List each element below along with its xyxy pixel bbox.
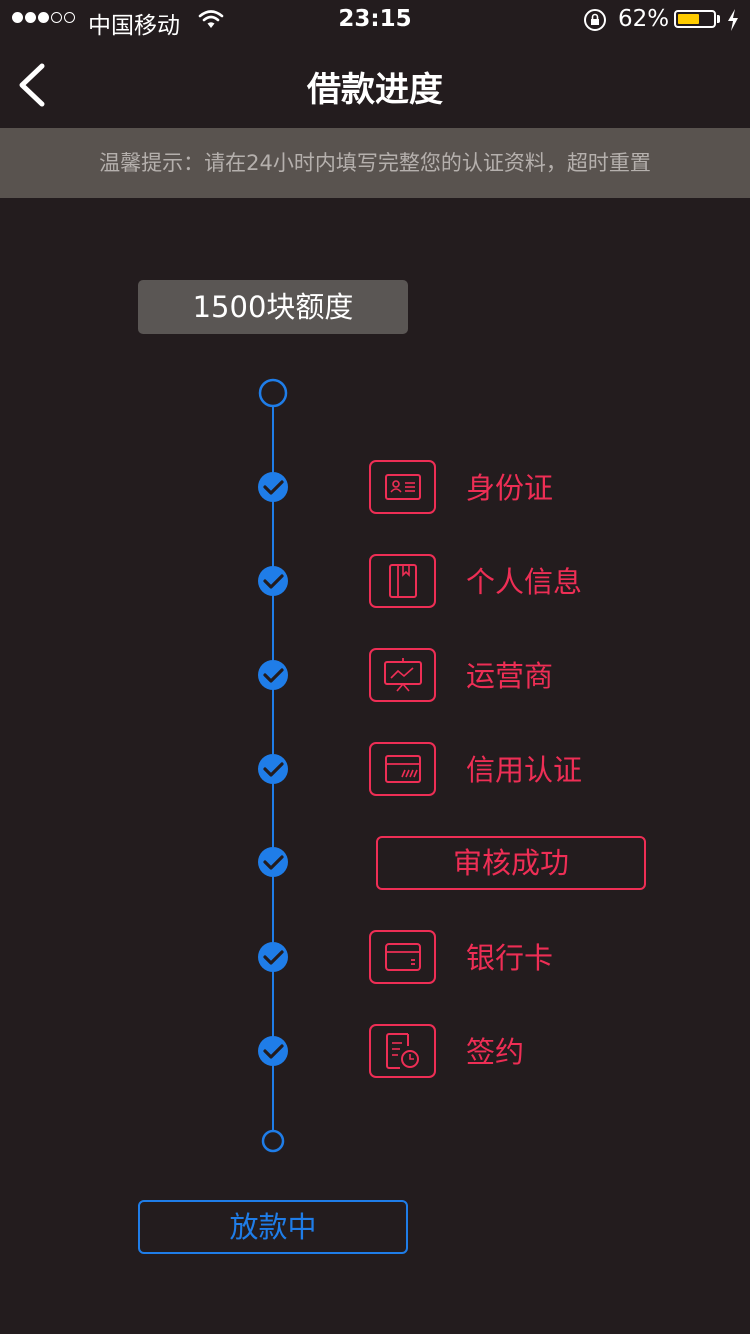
- timeline-end-node: [261, 1129, 285, 1153]
- back-button[interactable]: [14, 62, 54, 108]
- signal-strength-icon: [12, 12, 75, 23]
- presentation-icon: [369, 648, 436, 702]
- timeline-check-icon: [258, 942, 288, 972]
- step-label-contract: 签约: [466, 1035, 525, 1069]
- timeline-check-icon: [258, 472, 288, 502]
- orientation-lock-icon: [583, 8, 607, 38]
- id-card-icon: [369, 460, 436, 514]
- timeline-check-icon: [258, 566, 288, 596]
- contract-icon: [369, 1024, 436, 1078]
- step-label-id-card: 身份证: [466, 471, 554, 505]
- timeline-check-icon: [258, 754, 288, 784]
- notebook-icon: [369, 554, 436, 608]
- timeline-check-icon: [258, 660, 288, 690]
- timeline-start-node: [258, 378, 288, 408]
- step-label-carrier: 运营商: [466, 659, 554, 693]
- approved-badge: 审核成功: [376, 836, 646, 890]
- disbursing-status-button[interactable]: 放款中: [138, 1200, 408, 1254]
- page-title: 借款进度: [307, 70, 443, 110]
- clock: 23:15: [338, 6, 412, 32]
- bank-card-icon: [369, 930, 436, 984]
- quota-badge: 1500块额度: [138, 280, 408, 334]
- credit-card-icon: [369, 742, 436, 796]
- battery-icon: [674, 10, 716, 28]
- charging-icon: [726, 8, 740, 38]
- battery-percent: 62%: [618, 6, 670, 32]
- step-label-personal-info: 个人信息: [466, 565, 583, 599]
- tip-banner: 温馨提示：请在24小时内填写完整您的认证资料，超时重置: [0, 128, 750, 198]
- wifi-icon: [198, 8, 224, 36]
- timeline-check-icon: [258, 847, 288, 877]
- step-label-credit: 信用认证: [466, 753, 583, 787]
- status-bar: 中国移动 23:15 62%: [0, 0, 750, 40]
- step-label-bank-card: 银行卡: [466, 941, 554, 975]
- carrier-name: 中国移动: [88, 13, 180, 39]
- chevron-left-icon: [19, 63, 45, 107]
- timeline-check-icon: [258, 1036, 288, 1066]
